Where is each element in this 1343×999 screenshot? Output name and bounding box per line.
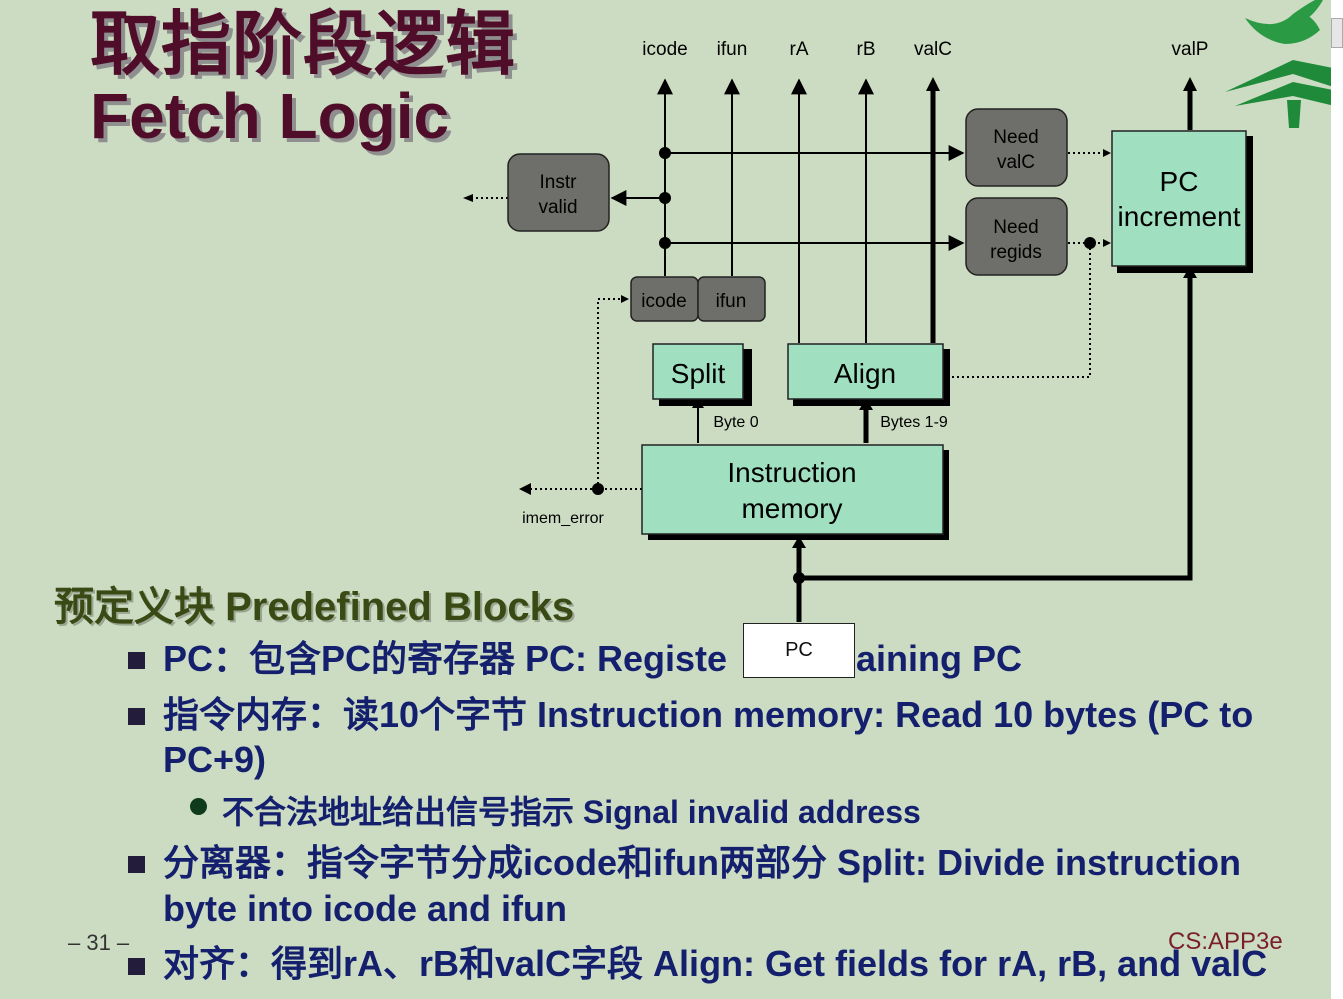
need-regids-line1: Need bbox=[993, 217, 1038, 238]
bullet-align: 对齐：得到rA、rB和valC字段 Align: Get fields for … bbox=[163, 943, 1268, 984]
imem-error-label: imem_error bbox=[522, 510, 604, 527]
logo-icon bbox=[1225, 0, 1343, 128]
bullet-instruction-memory: 指令内存：读10个字节 Instruction memory: Read 10 … bbox=[163, 694, 1254, 735]
pc-register-block: PC bbox=[743, 623, 855, 678]
instr-valid-line1: Instr bbox=[540, 172, 578, 193]
instruction-memory-line2: memory bbox=[741, 493, 842, 524]
bullet-instruction-memory-cont: PC+9) bbox=[163, 739, 267, 780]
bytes19-label: Bytes 1-9 bbox=[880, 414, 948, 431]
out-ifun: ifun bbox=[717, 39, 748, 60]
scrollbar-thumb[interactable] bbox=[1331, 18, 1343, 48]
out-ra: rA bbox=[790, 39, 809, 60]
need-regids-line2: regids bbox=[990, 242, 1042, 263]
ifun-field-block bbox=[697, 276, 766, 322]
split-block bbox=[652, 343, 744, 400]
instr-valid-line2: valid bbox=[538, 197, 577, 218]
need-regids-block bbox=[965, 197, 1068, 276]
instr-valid-block bbox=[507, 153, 610, 232]
bullet-square-icon bbox=[128, 958, 145, 975]
byte0-label: Byte 0 bbox=[713, 414, 758, 431]
instruction-memory-line1: Instruction bbox=[727, 457, 856, 488]
title-chinese: 取指阶段逻辑 bbox=[90, 5, 516, 83]
out-icode: icode bbox=[642, 39, 687, 60]
pc-increment-block bbox=[1111, 130, 1247, 267]
need-valc-block bbox=[965, 108, 1068, 187]
title-english: Fetch Logic bbox=[90, 80, 450, 152]
bullet-square-icon bbox=[128, 708, 145, 725]
instruction-memory-block bbox=[641, 444, 944, 535]
split-label: Split bbox=[671, 358, 726, 389]
bullet-square-icon bbox=[128, 856, 145, 873]
pc-increment-line2: increment bbox=[1118, 201, 1241, 232]
bullet-square-icon bbox=[128, 652, 145, 669]
section-heading: 预定义块 Predefined Blocks bbox=[54, 585, 575, 629]
scrollbar[interactable] bbox=[1331, 0, 1343, 999]
align-block bbox=[787, 343, 944, 400]
bullet-split: 分离器：指令字节分成icode和ifun两部分 Split: Divide in… bbox=[163, 842, 1242, 883]
bullet-split-cont: byte into icode and ifun bbox=[163, 888, 567, 929]
need-valc-line2: valC bbox=[997, 152, 1035, 173]
ifun-field-label: ifun bbox=[716, 291, 747, 312]
pc-increment-line1: PC bbox=[1160, 166, 1199, 197]
out-valp: valP bbox=[1172, 39, 1209, 60]
bullet-pc-left: PC：包含PC的寄存器 PC: Registe bbox=[163, 638, 728, 679]
need-valc-line1: Need bbox=[993, 127, 1038, 148]
pc-to-increment bbox=[799, 276, 1193, 581]
bullet-pc-right: aining PC bbox=[856, 638, 1023, 679]
out-rb: rB bbox=[857, 39, 876, 60]
align-label: Align bbox=[834, 358, 896, 389]
bullet-dot-icon bbox=[190, 798, 207, 815]
sub-bullet-invalid-address: 不合法地址给出信号指示 Signal invalid address bbox=[222, 794, 921, 830]
pc-register-label: PC bbox=[785, 639, 813, 661]
icode-field-label: icode bbox=[641, 291, 686, 312]
course-label: CS:APP3e bbox=[1168, 928, 1283, 955]
page-number: – 31 – bbox=[68, 930, 130, 955]
out-valc: valC bbox=[914, 39, 952, 60]
